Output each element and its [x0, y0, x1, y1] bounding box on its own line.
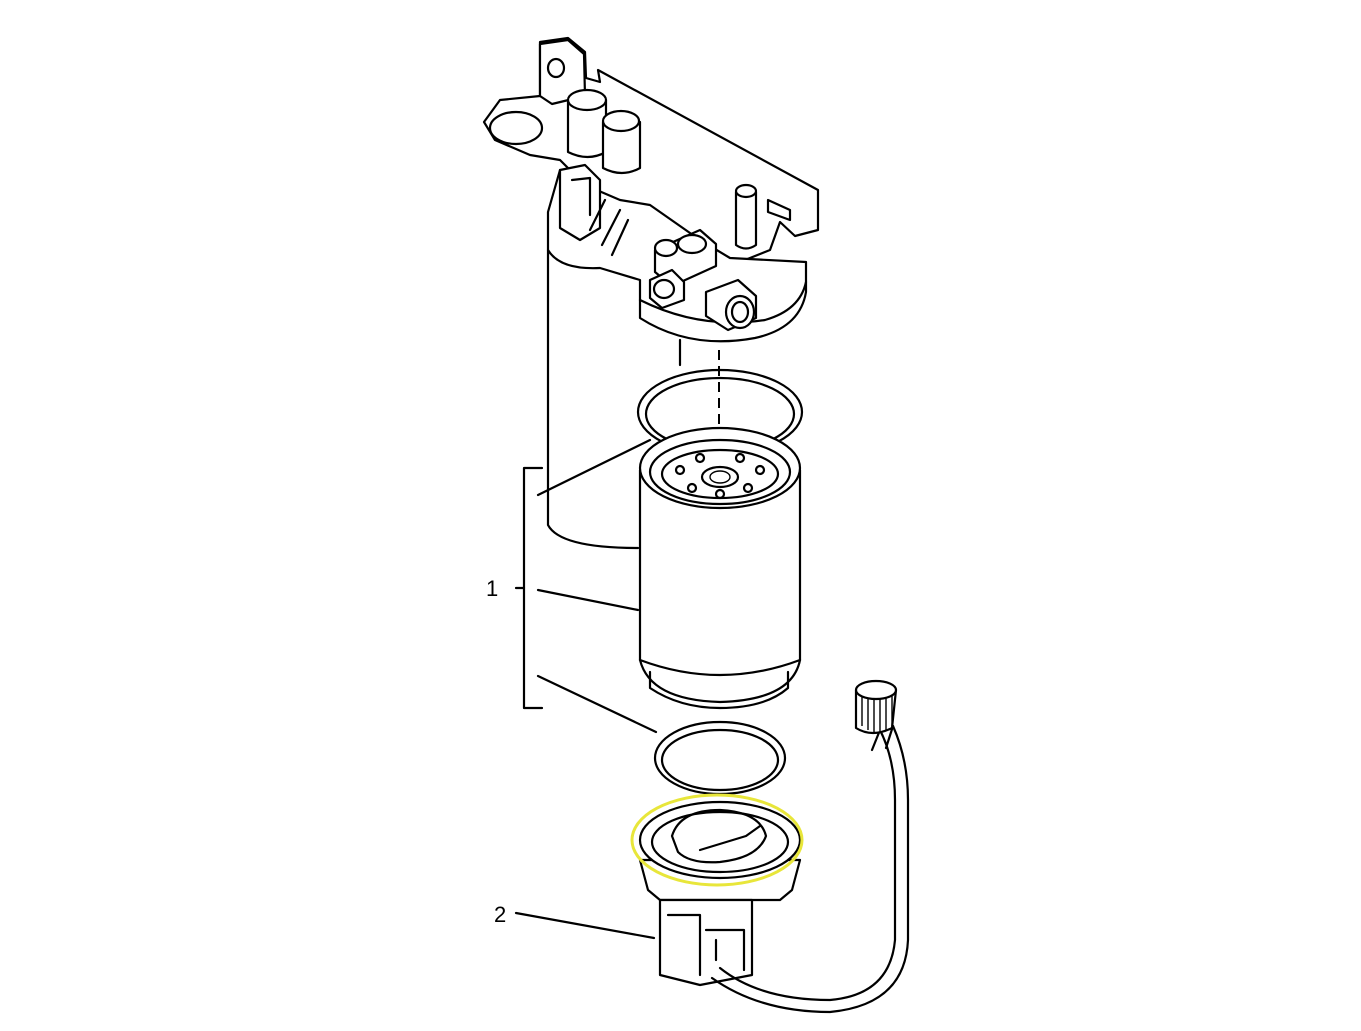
filter-head-assembly — [482, 36, 820, 550]
lower-seal-ring — [653, 720, 787, 796]
filter-element — [638, 426, 802, 710]
sensor-harness — [710, 679, 910, 1014]
callout-1-label: 1 — [486, 576, 498, 601]
highlight-circle — [630, 793, 804, 887]
sensor-bowl — [638, 800, 802, 987]
callout-2: 2 — [494, 902, 656, 940]
callout-2-label: 2 — [494, 902, 506, 927]
callout-1: 1 — [486, 438, 658, 734]
